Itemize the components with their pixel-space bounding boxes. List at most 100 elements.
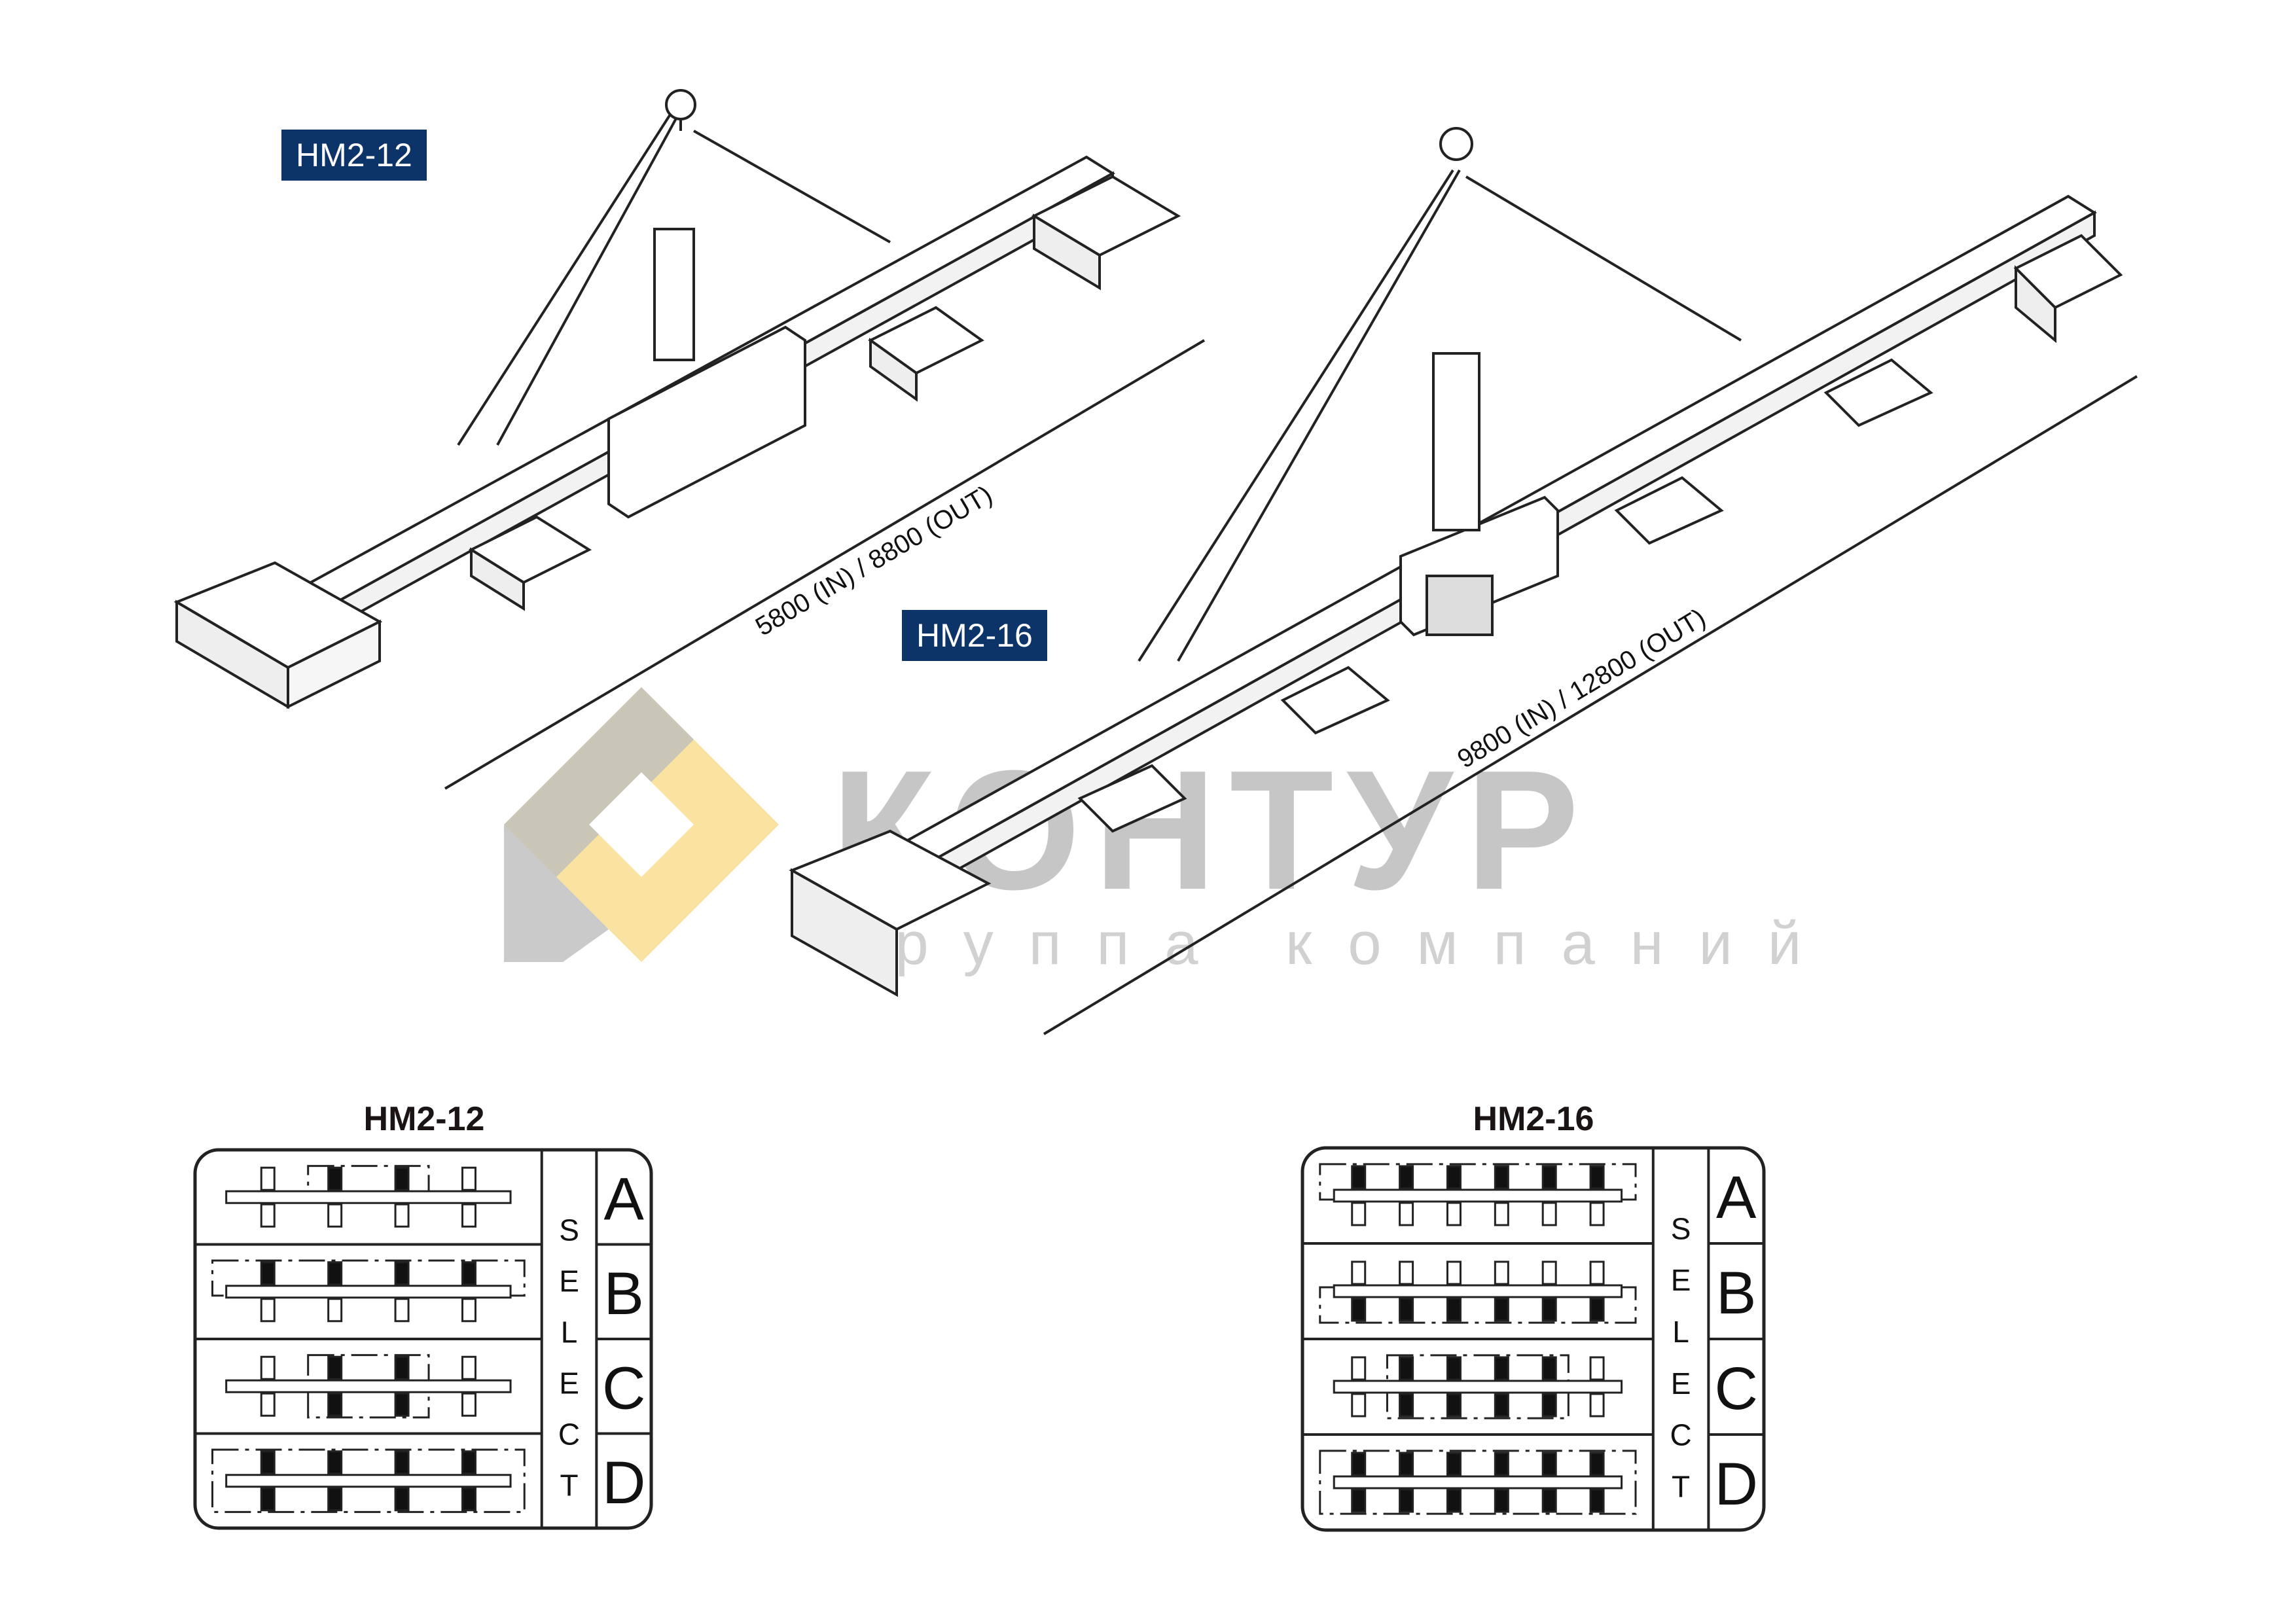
magnet-pad-active (1446, 1452, 1462, 1476)
dimension-line-hm2-16 (1043, 375, 2138, 1035)
magnet-pad-active (1399, 1165, 1414, 1190)
magnet-pad-active (327, 1487, 343, 1512)
magnet-pad-active (1399, 1452, 1414, 1476)
magnet-pad-inactive (1351, 1356, 1367, 1381)
magnet-pad-active (461, 1450, 476, 1475)
magnet-pad-inactive (1446, 1260, 1462, 1285)
beam (1333, 1380, 1623, 1394)
select-label-letter: S (559, 1213, 579, 1247)
magnet-pad-active (1589, 1452, 1605, 1476)
magnet-pad-active (1446, 1356, 1462, 1381)
magnet-pad-active (327, 1355, 343, 1380)
magnet-pad-active (260, 1450, 276, 1475)
magnet-pad-inactive (1589, 1260, 1605, 1285)
magnet-pad-active (1351, 1165, 1367, 1190)
magnet-pad-inactive (394, 1203, 410, 1228)
magnet-pad-active (1399, 1393, 1414, 1418)
magnet-pad-active (1494, 1393, 1509, 1418)
magnet-pad-inactive (461, 1298, 476, 1323)
magnet-pad-active (327, 1450, 343, 1475)
magnet-pad-inactive (461, 1355, 476, 1380)
select-label-letter: C (558, 1417, 580, 1451)
config-row-a (225, 1165, 512, 1228)
magnet-pad-active (1589, 1488, 1605, 1513)
dimension-lines (444, 339, 2138, 1035)
magnet-pad-inactive (327, 1298, 343, 1323)
magnet-pad-active (327, 1392, 343, 1417)
beam (1333, 1284, 1623, 1298)
magnet-pad-active (394, 1487, 410, 1512)
magnet-pad-inactive (461, 1392, 476, 1417)
magnet-pad-active (1541, 1356, 1557, 1381)
magnet-pad-active (1446, 1393, 1462, 1418)
magnet-pad-inactive (260, 1355, 276, 1380)
magnet-pad-inactive (1541, 1260, 1557, 1285)
magnet-pad-inactive (260, 1203, 276, 1228)
magnet-pad-active (394, 1166, 410, 1191)
magnet-pad-active (394, 1450, 410, 1475)
select-label-letter: L (1672, 1315, 1689, 1349)
magnet-pad-active (1494, 1488, 1509, 1513)
watermark-subtitle: группа компаний (838, 910, 1837, 977)
magnet-pad-inactive (1494, 1202, 1509, 1226)
magnet-pad-inactive (327, 1203, 343, 1228)
magnet-pad-active (1351, 1297, 1367, 1322)
magnet-pad-active (1589, 1165, 1605, 1190)
beam (225, 1379, 512, 1393)
magnet-pad-inactive (1399, 1260, 1414, 1285)
model-tag-hm2-16: HM2-16 (902, 610, 1047, 661)
magnet-pad-active (1494, 1356, 1509, 1381)
logo-diamond-center (589, 772, 694, 877)
magnet-pad-active (1541, 1165, 1557, 1190)
select-label-letter: T (1672, 1469, 1690, 1503)
active-area-outline (1319, 1286, 1637, 1324)
select-label-letter: C (1670, 1418, 1691, 1452)
magnet-pad-inactive (1589, 1356, 1605, 1381)
magnet-pad-active (1399, 1488, 1414, 1513)
magnet-pad-active (1541, 1297, 1557, 1322)
panel-title-hm2-12: HM2-12 (363, 1100, 485, 1138)
config-row-b (211, 1259, 526, 1323)
select-label-letter: E (559, 1366, 579, 1400)
config-row-c (1333, 1354, 1623, 1419)
magnet-pad-inactive (1589, 1393, 1605, 1418)
magnet-pad-active (1446, 1297, 1462, 1322)
magnet-pad-active (1446, 1165, 1462, 1190)
magnet-pad-active (1589, 1297, 1605, 1322)
magnet-pad-inactive (260, 1298, 276, 1323)
select-label-letter: E (1671, 1366, 1691, 1400)
magnet-pad-inactive (1589, 1202, 1605, 1226)
config-row-c (225, 1354, 512, 1419)
magnet-pad-active (1494, 1297, 1509, 1322)
select-label-letter: T (560, 1468, 578, 1502)
magnet-pad-active (394, 1392, 410, 1417)
magnet-pad-active (327, 1166, 343, 1191)
magnet-pad-active (327, 1261, 343, 1286)
option-a-label: A (603, 1166, 644, 1232)
beam (225, 1285, 512, 1299)
option-b-label: B (603, 1260, 643, 1327)
magnet-pad-active (461, 1261, 476, 1286)
option-c-label: C (602, 1355, 645, 1421)
option-b-label: B (1716, 1260, 1756, 1327)
active-area-outline (211, 1448, 526, 1513)
magnet-pad-active (1399, 1297, 1414, 1322)
option-c-label: C (1714, 1355, 1757, 1422)
magnet-pad-inactive (1351, 1260, 1367, 1285)
magnet-pad-inactive (1446, 1202, 1462, 1226)
magnet-pad-active (1351, 1488, 1367, 1513)
magnet-pad-inactive (1351, 1393, 1367, 1418)
magnet-pad-inactive (260, 1392, 276, 1417)
magnet-pad-active (394, 1355, 410, 1380)
magnet-pad-active (260, 1261, 276, 1286)
beam (225, 1474, 512, 1488)
magnet-pad-active (1446, 1488, 1462, 1513)
option-d-label: D (1714, 1451, 1757, 1518)
magnet-pad-inactive (1399, 1202, 1414, 1226)
beam (225, 1190, 512, 1204)
magnet-pad-active (1399, 1356, 1414, 1381)
beam (1333, 1475, 1623, 1489)
magnet-pad-inactive (1541, 1202, 1557, 1226)
